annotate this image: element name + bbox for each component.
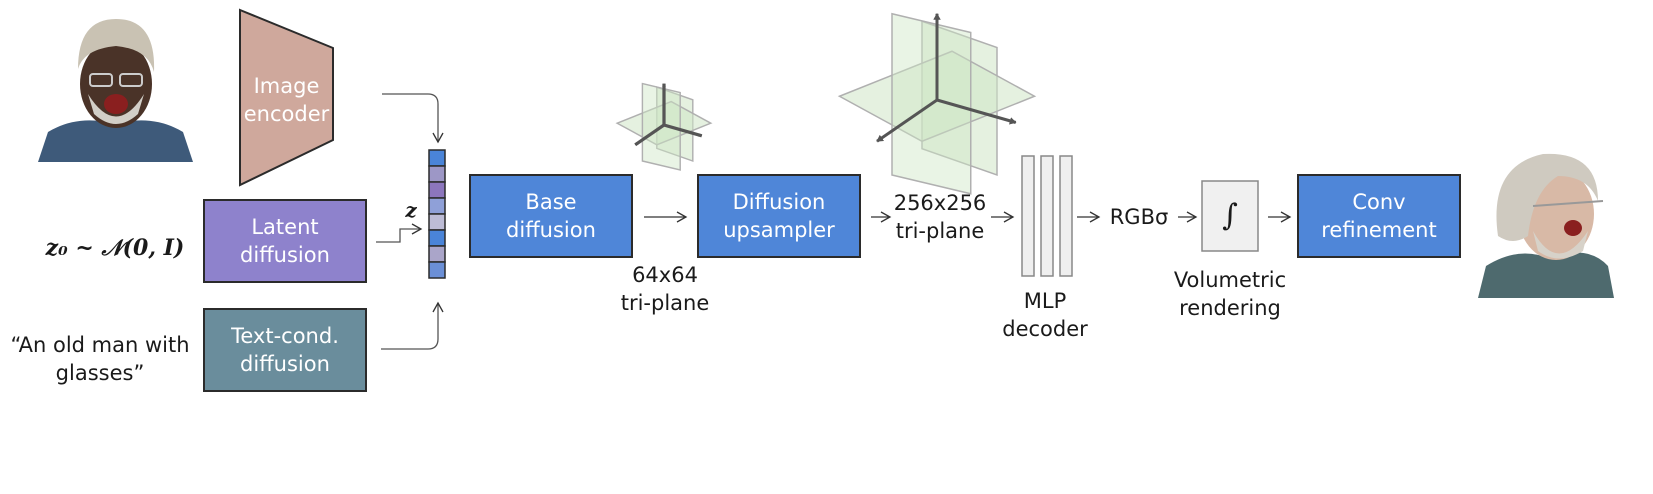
- image-encoder-label: Image encoder: [243, 74, 330, 126]
- latent-z-symbol: z: [405, 198, 417, 222]
- text-to-z-arrow: [381, 301, 444, 350]
- noise-formula: z₀ ~ 𝒩(0, I): [45, 235, 185, 261]
- triplane-64-icon: [615, 82, 713, 171]
- latent-vector-cell: [428, 165, 446, 183]
- diffusion-upsampler-label: Diffusion upsampler: [723, 190, 835, 242]
- latent-vector-cell: [428, 261, 446, 279]
- latent-vector-cell: [428, 229, 446, 247]
- latent-vector-cell: [428, 181, 446, 199]
- conv-refinement-label: Conv refinement: [1321, 190, 1437, 242]
- base-diffusion-box: Base diffusion: [469, 174, 633, 258]
- mlp-decoder-label: MLP decoder: [1002, 289, 1088, 341]
- image-encoder-shape: [239, 8, 334, 187]
- latent-vector-cell: [428, 149, 446, 167]
- latent-to-z-arrow: [376, 223, 423, 243]
- triplane-256-label: 256x256 tri-plane: [893, 191, 987, 243]
- conv-refinement-box: Conv refinement: [1297, 174, 1461, 258]
- mlp-layer-2: [1040, 155, 1054, 277]
- volumetric-rendering-box: [1201, 180, 1259, 252]
- integral-icon: ∫: [1222, 198, 1238, 233]
- diffusion-upsampler-box: Diffusion upsampler: [697, 174, 861, 258]
- triplane-64-label: 64x64 tri-plane: [620, 263, 710, 315]
- latent-vector: [428, 149, 446, 279]
- text-cond-diffusion-label: Text-cond. diffusion: [231, 324, 339, 376]
- encoder-to-z-arrow: [382, 93, 444, 144]
- rgb-sigma-label: RGBσ: [1109, 205, 1169, 229]
- latent-vector-cell: [428, 245, 446, 263]
- text-cond-diffusion-box: Text-cond. diffusion: [203, 308, 367, 392]
- latent-vector-cell: [428, 197, 446, 215]
- triplane-256-icon: [837, 12, 1037, 195]
- output-face-photo: [1478, 146, 1614, 298]
- mlp-layer-3: [1059, 155, 1073, 277]
- latent-diffusion-box: Latent diffusion: [203, 199, 367, 283]
- input-face-photo: [38, 14, 193, 162]
- latent-diffusion-label: Latent diffusion: [240, 215, 330, 267]
- latent-vector-cell: [428, 213, 446, 231]
- volumetric-rendering-label: Volumetric rendering: [1173, 268, 1287, 320]
- base-diffusion-label: Base diffusion: [506, 190, 596, 242]
- text-prompt: “An old man with glasses”: [10, 333, 190, 385]
- mlp-layer-1: [1021, 155, 1035, 277]
